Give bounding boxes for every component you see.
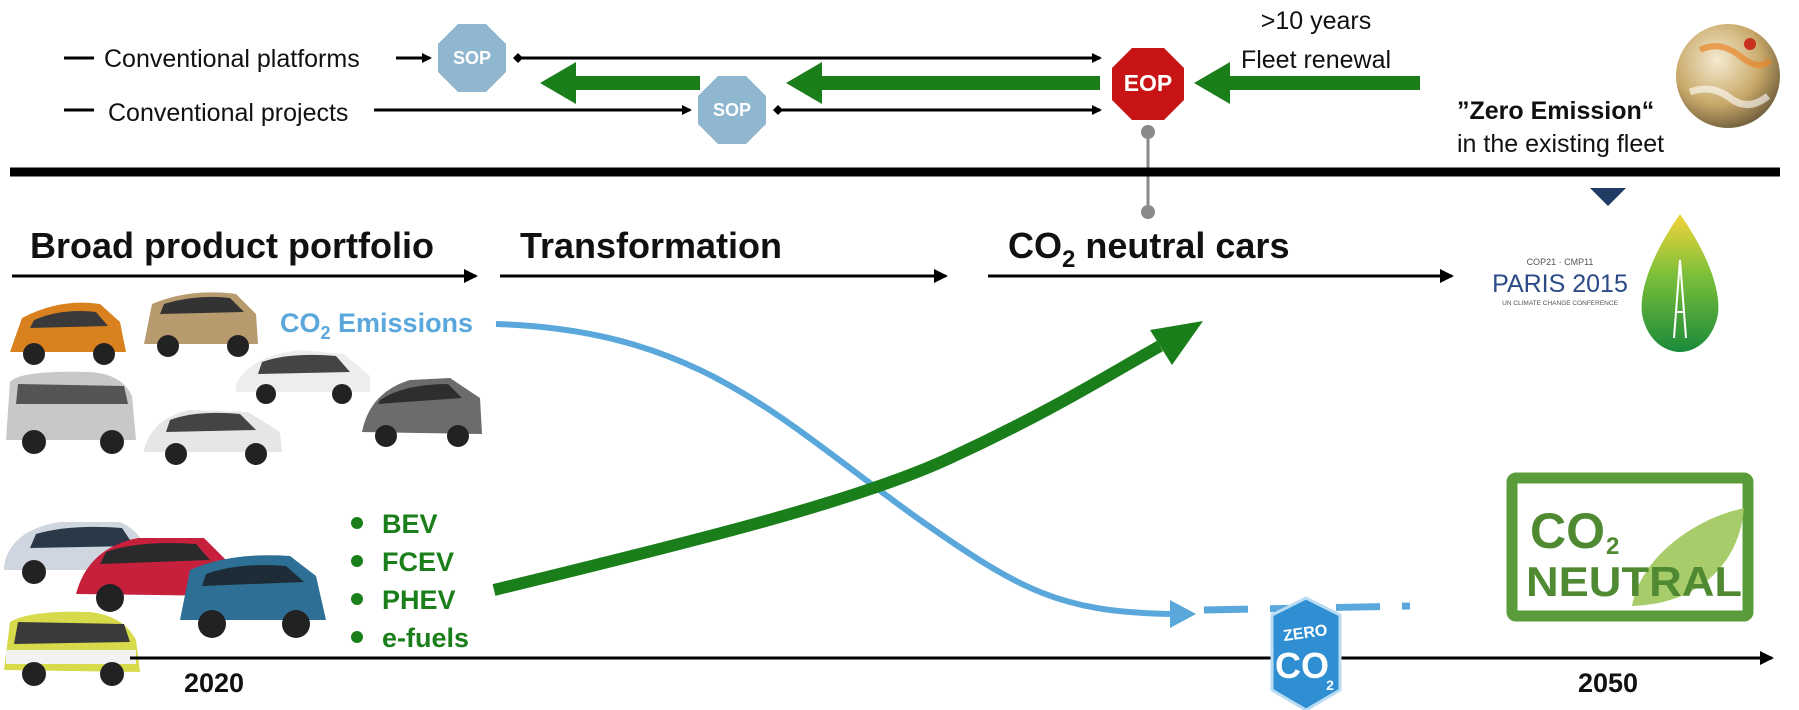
stamp-border <box>1506 472 1754 622</box>
powertrain-item: PHEV <box>382 585 456 615</box>
sop-label-projects: SOP <box>713 100 751 120</box>
co2-neutral-growth-curve <box>492 340 1163 596</box>
leaf-eiffel-icon <box>1641 214 1719 352</box>
years-label: >10 years <box>1261 7 1372 35</box>
zero-co2-sub: 2 <box>1326 677 1334 693</box>
green-arrow-3 <box>1194 62 1420 104</box>
zero-co2-co: CO <box>1275 645 1329 686</box>
platforms-row: Conventional platforms SOP <box>64 24 1102 92</box>
car-suv-gold <box>144 292 258 357</box>
paris-logo-small: COP21 · CMP11 <box>1527 257 1594 267</box>
phase-broad-portfolio: Broad product portfolio <box>12 225 478 283</box>
car-suv-orange <box>10 302 126 365</box>
zero-co2-hexagon <box>1270 596 1342 710</box>
paris-logo-main: PARIS 2015 <box>1492 270 1628 298</box>
stamp-neutral: NEUTRAL <box>1526 558 1742 605</box>
car-sedan-grey <box>362 378 482 447</box>
car-hatch-white <box>144 410 282 465</box>
powertrain-item: BEV <box>382 509 438 539</box>
phase-transformation: Transformation <box>500 225 948 283</box>
existing-fleet-label: in the existing fleet <box>1457 130 1664 158</box>
powertrain-item: e-fuels <box>382 623 469 653</box>
co2-neutral-growth-arrowhead <box>1150 321 1203 365</box>
eop-connector-bottom-dot <box>1141 205 1155 219</box>
sop-label-platforms: SOP <box>453 48 491 68</box>
car-van-silver <box>6 371 136 454</box>
powertrain-list: BEV FCEV PHEV e-fuels <box>351 509 469 653</box>
phase-transformation-title: Transformation <box>520 225 782 266</box>
eop-octagon <box>1112 48 1184 120</box>
eop-connector-top-dot <box>1141 125 1155 139</box>
car-id-buzz <box>4 611 140 686</box>
bullet <box>351 555 363 567</box>
car-etron-blue <box>180 555 326 638</box>
electric-cars <box>4 522 326 686</box>
powertrain-item: FCEV <box>382 547 454 577</box>
stamp-co: CO <box>1530 503 1605 559</box>
eop-label: EOP <box>1124 70 1173 96</box>
fleet-renewal-label: Fleet renewal <box>1241 46 1391 74</box>
zero-co2-badge: ZERO CO 2 <box>1270 596 1342 710</box>
phase-neutral-title: CO2 neutral cars <box>1008 225 1289 273</box>
phase-broad-title: Broad product portfolio <box>30 225 434 266</box>
co2-emissions-curve <box>495 321 1171 617</box>
globe-icon <box>1676 24 1780 128</box>
zero-emission-title: ”Zero Emission“ <box>1457 97 1654 125</box>
year-2050: 2050 <box>1578 668 1638 698</box>
co2-emissions-arrowhead <box>1170 600 1196 628</box>
bullet <box>351 631 363 643</box>
co2-emissions-label: CO2 Emissions <box>280 308 473 343</box>
co2-neutral-stamp: CO 2 NEUTRAL <box>1506 472 1754 622</box>
bullet <box>351 517 363 529</box>
sop-sign-projects <box>698 76 766 144</box>
eop-sign: EOP <box>1112 48 1184 219</box>
car-sedan-white <box>236 350 370 404</box>
bullet <box>351 593 363 605</box>
paris-2015-logo: COP21 · CMP11 PARIS 2015 UN CLIMATE CHAN… <box>1492 257 1628 307</box>
fleet-renewal-arrows <box>540 62 1420 104</box>
projects-row: Conventional projects SOP <box>64 76 1102 144</box>
label-conventional-platforms: Conventional platforms <box>104 45 360 73</box>
green-arrow-2 <box>786 62 1100 104</box>
paris-logo-sub: UN CLIMATE CHANGE CONFERENCE <box>1502 300 1618 307</box>
stamp-leaf-icon <box>1632 508 1744 606</box>
conventional-cars <box>6 292 482 465</box>
zero-co2-word: ZERO <box>1282 622 1328 645</box>
sop-sign-platforms <box>438 24 506 92</box>
year-2020: 2020 <box>184 668 244 698</box>
phase-neutral-cars: CO2 neutral cars <box>988 225 1454 283</box>
milestone-marker-icon <box>1590 188 1626 206</box>
stamp-sub: 2 <box>1606 533 1619 560</box>
green-arrow-1 <box>540 62 700 104</box>
label-conventional-projects: Conventional projects <box>108 99 348 127</box>
